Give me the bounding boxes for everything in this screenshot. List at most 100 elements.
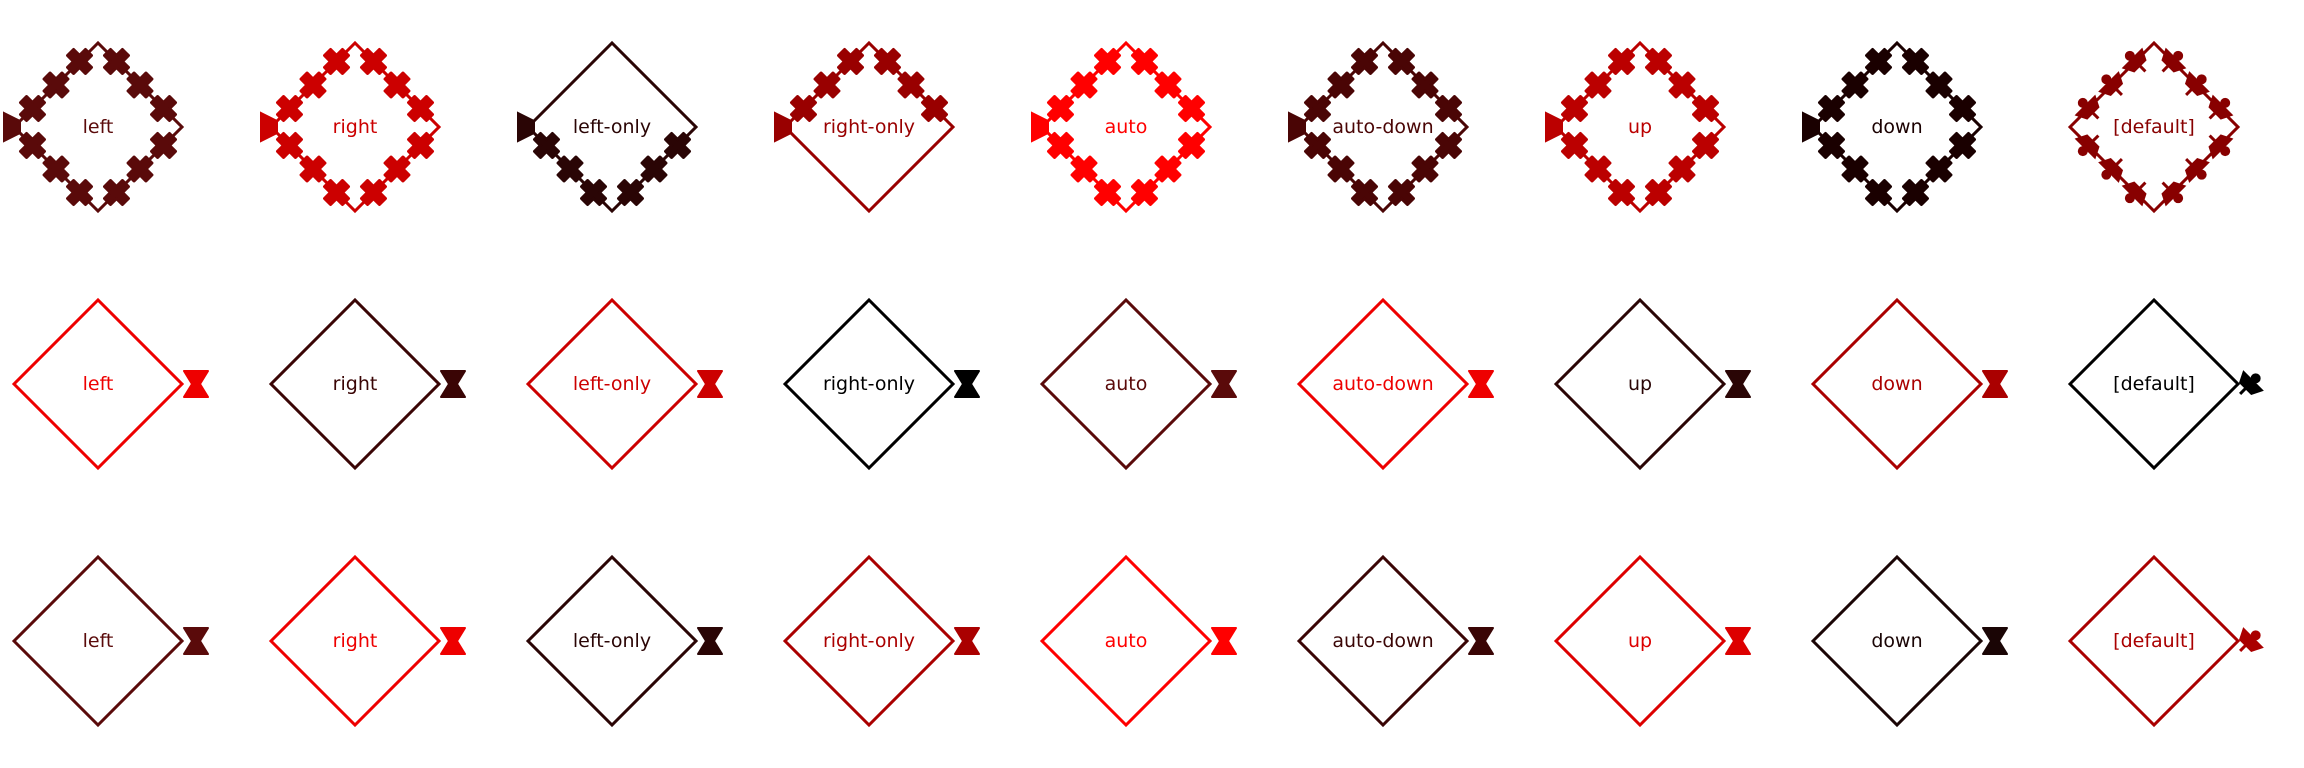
path-cross-marker	[1070, 71, 1098, 99]
diagram-cell: [default]	[2067, 40, 2241, 214]
path-cross-marker	[1070, 155, 1098, 183]
end-bowtie-marker	[440, 370, 466, 398]
path-cross-marker	[1865, 48, 1892, 75]
diagram-cell: auto-down	[1288, 40, 1470, 214]
diagram-cell: [default]	[2067, 554, 2264, 728]
path-pin-marker	[2161, 181, 2187, 207]
path-cross-marker	[1668, 71, 1696, 99]
path-cross-marker	[1668, 155, 1696, 183]
end-bowtie-marker	[1211, 370, 1237, 398]
end-bowtie-marker	[954, 627, 980, 655]
path-cross-marker	[323, 48, 350, 75]
cell-label: right	[333, 630, 378, 652]
path-cross-marker	[1949, 132, 1976, 159]
diagram-cell: [default]	[2067, 297, 2264, 471]
diamond-path	[1296, 297, 1470, 471]
diagram-cell: left	[11, 554, 209, 728]
diagram-cell: auto-down	[1296, 297, 1494, 471]
path-cross-marker	[1865, 179, 1892, 206]
path-cross-marker	[1411, 71, 1439, 99]
path-cross-marker	[1608, 179, 1635, 206]
path-cross-marker	[1818, 132, 1845, 159]
cell-label: right-only	[823, 630, 915, 652]
path-cross-marker	[383, 71, 411, 99]
path-cross-marker	[1411, 155, 1439, 183]
path-pin-marker	[2121, 181, 2147, 207]
path-cross-marker	[1388, 179, 1415, 206]
diamond-path	[2067, 40, 2241, 214]
diamond-path	[1810, 554, 1984, 728]
cell-label: auto-down	[1332, 630, 1433, 652]
end-bowtie-marker	[1468, 627, 1494, 655]
path-cross-marker	[126, 71, 154, 99]
path-cross-marker	[1131, 179, 1158, 206]
path-cross-marker	[897, 71, 925, 99]
diagram-cell: left	[3, 40, 185, 214]
end-pin-marker	[2238, 370, 2264, 396]
diagram-cell: right-only	[782, 297, 980, 471]
cell-label: down	[1871, 116, 1922, 138]
path-cross-marker	[813, 71, 841, 99]
path-pin-marker	[2121, 47, 2147, 73]
path-cross-marker	[126, 155, 154, 183]
path-cross-marker	[1692, 95, 1719, 122]
diagram-cell: right	[268, 554, 466, 728]
cell-label: left	[83, 116, 114, 138]
path-cross-marker	[276, 132, 303, 159]
path-cross-marker	[299, 71, 327, 99]
path-cross-marker	[1608, 48, 1635, 75]
path-cross-marker	[1094, 48, 1121, 75]
path-cross-marker	[1902, 48, 1929, 75]
diagram-cell: auto	[1039, 554, 1237, 728]
path-cross-marker	[19, 132, 46, 159]
cell-label: auto	[1105, 630, 1148, 652]
path-cross-marker	[299, 155, 327, 183]
diagram-cell: left-only	[525, 297, 723, 471]
diagram-cell: left-only	[517, 40, 699, 214]
diagram-cell: down	[1810, 297, 2008, 471]
diamond-path	[525, 554, 699, 728]
path-cross-marker	[1351, 179, 1378, 206]
diamond-path	[1810, 297, 1984, 471]
cell-label: down	[1871, 373, 1922, 395]
path-cross-marker	[42, 71, 70, 99]
path-cross-marker	[1178, 132, 1205, 159]
path-cross-marker	[407, 132, 434, 159]
cell-label: auto	[1105, 116, 1148, 138]
diamond-path	[2067, 297, 2241, 471]
end-pin-marker	[2238, 627, 2264, 653]
path-cross-marker	[1131, 48, 1158, 75]
path-cross-marker	[1154, 71, 1182, 99]
path-cross-marker	[383, 155, 411, 183]
cell-label: up	[1628, 116, 1652, 138]
cell-label: right	[333, 116, 378, 138]
path-cross-marker	[1047, 95, 1074, 122]
diamond-path	[782, 297, 956, 471]
cell-label: [default]	[2113, 373, 2195, 395]
start-cap-marker	[1288, 111, 1306, 143]
diamond-path	[1553, 297, 1727, 471]
cell-label: right-only	[823, 373, 915, 395]
path-pin-marker	[2074, 94, 2100, 120]
cell-label: left-only	[573, 116, 651, 138]
end-bowtie-marker	[1982, 370, 2008, 398]
path-cross-marker	[1435, 95, 1462, 122]
path-pin-marker	[2074, 134, 2100, 160]
cell-label: left-only	[573, 630, 651, 652]
path-cross-marker	[1925, 71, 1953, 99]
diamond-path	[1553, 554, 1727, 728]
path-cross-marker	[1327, 71, 1355, 99]
path-cross-marker	[1818, 95, 1845, 122]
diagram-cell: left	[11, 297, 209, 471]
end-bowtie-marker	[440, 627, 466, 655]
path-cross-marker	[360, 179, 387, 206]
end-bowtie-marker	[1725, 370, 1751, 398]
end-bowtie-marker	[183, 370, 209, 398]
path-cross-marker	[533, 132, 560, 159]
diamond-path	[2067, 554, 2241, 728]
cell-label: right-only	[823, 116, 915, 138]
end-bowtie-marker	[697, 627, 723, 655]
path-cross-marker	[1351, 48, 1378, 75]
start-cap-marker	[774, 111, 792, 143]
end-bowtie-marker	[697, 370, 723, 398]
